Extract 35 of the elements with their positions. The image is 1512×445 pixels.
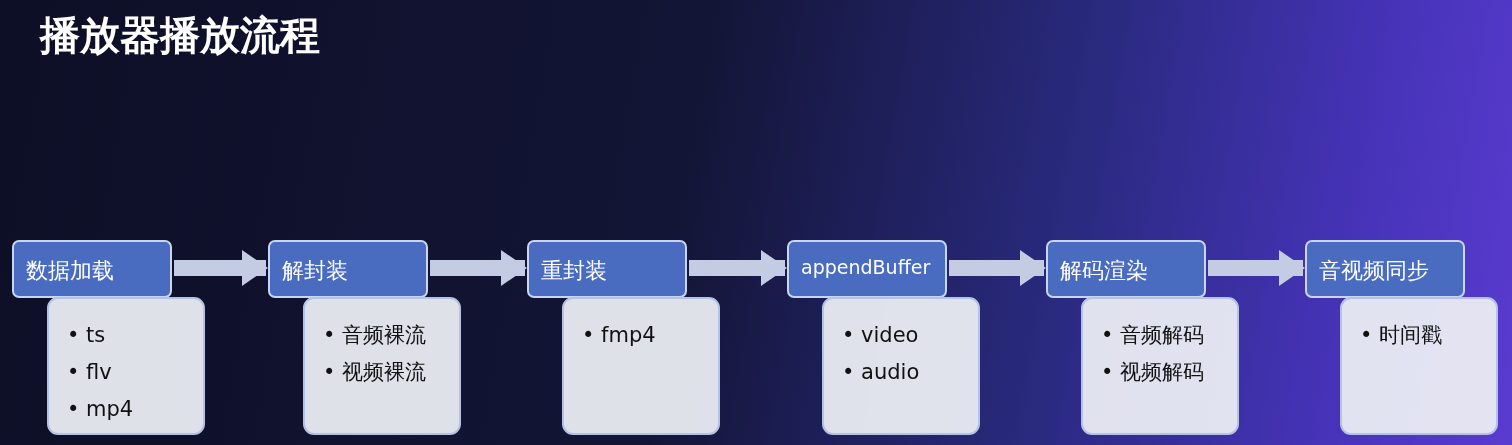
block-arrow: [174, 250, 268, 286]
step-box: [268, 240, 428, 298]
step-label: 解封装: [282, 257, 348, 285]
bullet-item: • ts: [66, 322, 107, 349]
detail-card: [47, 297, 205, 435]
bullet-item: • 音频裸流: [322, 322, 427, 349]
step-box: [12, 240, 172, 298]
step-label: 数据加载: [26, 257, 114, 285]
bullet-item: • video: [841, 322, 920, 349]
bullet-item: • mp4: [66, 396, 134, 423]
step-label: 解码渲染: [1060, 257, 1148, 285]
bullet-item: • audio: [841, 359, 920, 386]
step-box: [787, 240, 947, 298]
step-label: 重封装: [541, 257, 607, 285]
bullet-item: • 视频裸流: [322, 359, 427, 386]
step-box: [1046, 240, 1206, 298]
block-arrow: [689, 250, 787, 286]
detail-card: [1081, 297, 1239, 435]
bullet-item: • fmp4: [581, 322, 656, 349]
detail-card: [303, 297, 461, 435]
step-label: 音视频同步: [1319, 257, 1429, 285]
detail-card: [562, 297, 720, 435]
bullet-item: • 时间戳: [1359, 322, 1443, 349]
bullet-item: • 音频解码: [1100, 322, 1205, 349]
detail-card: [822, 297, 980, 435]
detail-card: [1340, 297, 1498, 435]
block-arrow: [430, 250, 527, 286]
slide-title: 播放器播放流程: [40, 11, 320, 60]
block-arrow: [1208, 250, 1305, 286]
step-box: [1305, 240, 1465, 298]
bullet-item: • 视频解码: [1100, 359, 1205, 386]
step-box: [527, 240, 687, 298]
step-label: appendBuffer: [801, 256, 931, 278]
bullet-item: • flv: [66, 359, 113, 386]
block-arrow: [949, 250, 1046, 286]
